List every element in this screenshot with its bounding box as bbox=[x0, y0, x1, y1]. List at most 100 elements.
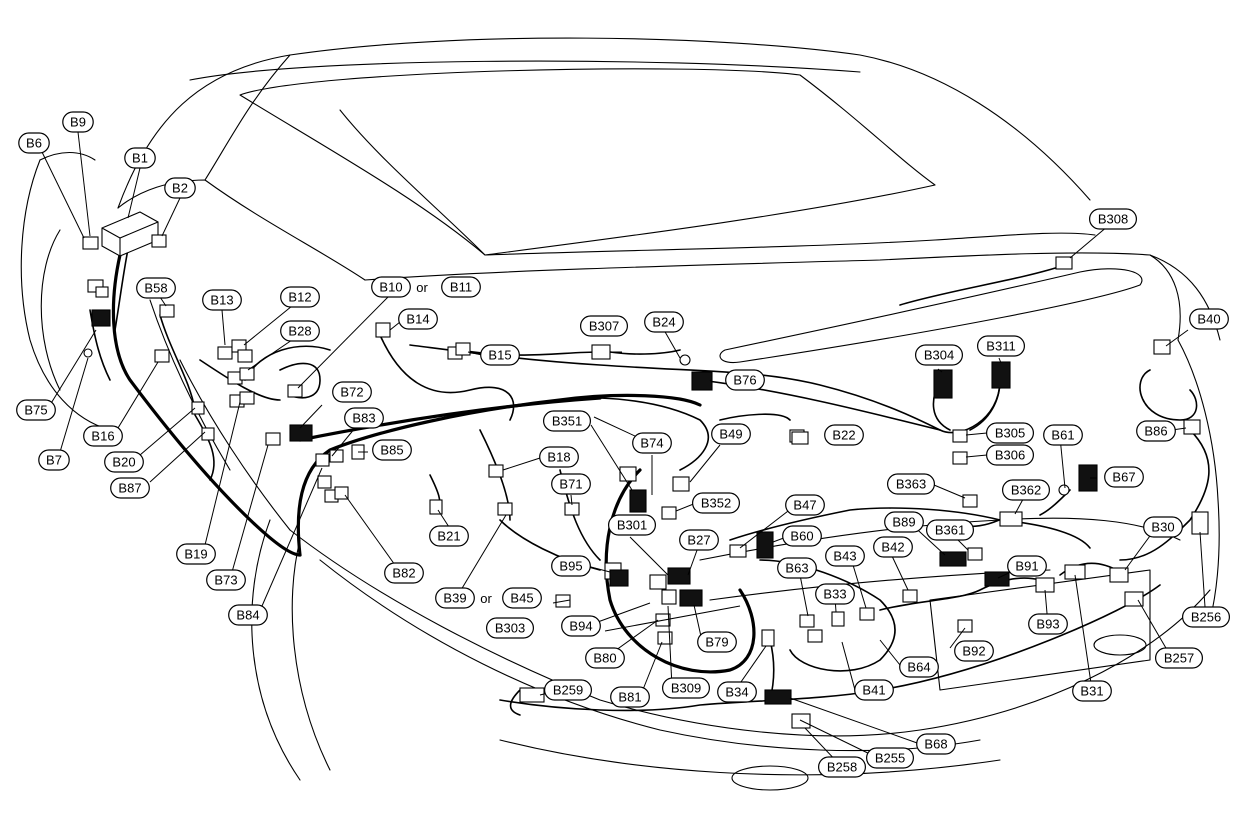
label-b42: B42 bbox=[873, 536, 913, 558]
label-b6: B6 bbox=[18, 132, 50, 154]
label-text: B42 bbox=[881, 540, 904, 555]
label-text: B15 bbox=[488, 348, 511, 363]
label-pill bbox=[954, 640, 994, 662]
label-pill bbox=[825, 545, 865, 567]
label-text: B14 bbox=[406, 312, 429, 327]
label-text: B49 bbox=[719, 427, 742, 442]
label-b95: B95 bbox=[551, 555, 591, 577]
label-pill bbox=[486, 617, 535, 639]
label-b362: B362 bbox=[1001, 479, 1050, 501]
label-text: B92 bbox=[962, 644, 985, 659]
label-pill bbox=[398, 308, 438, 330]
label-pill bbox=[228, 604, 268, 626]
label-text: B43 bbox=[833, 549, 856, 564]
label-pill bbox=[202, 289, 242, 311]
label-text: B259 bbox=[553, 683, 583, 698]
label-pill bbox=[1104, 466, 1144, 488]
label-pill bbox=[1028, 613, 1068, 635]
label-b27: B27 bbox=[679, 529, 719, 551]
label-b352: B352 bbox=[691, 492, 740, 514]
label-pill bbox=[83, 425, 123, 447]
label-b47: B47 bbox=[785, 494, 825, 516]
label-pill bbox=[1072, 680, 1112, 702]
label-pill bbox=[717, 681, 757, 703]
label-b68: B68 bbox=[916, 733, 956, 755]
label-text: B306 bbox=[995, 448, 1025, 463]
label-pill bbox=[985, 444, 1034, 466]
label-text: B305 bbox=[995, 426, 1025, 441]
label-text: B72 bbox=[340, 385, 363, 400]
label-b80: B80 bbox=[585, 647, 625, 669]
label-text: B67 bbox=[1112, 470, 1135, 485]
label-pill bbox=[344, 407, 384, 429]
label-pill bbox=[632, 432, 672, 454]
label-pill bbox=[914, 344, 963, 366]
label-pill bbox=[916, 733, 956, 755]
label-pill bbox=[280, 320, 320, 342]
label-text: B10 bbox=[379, 280, 402, 295]
label-pill bbox=[644, 311, 684, 333]
label-text: B351 bbox=[552, 414, 582, 429]
label-pill bbox=[551, 473, 591, 495]
label-b16: B16 bbox=[83, 425, 123, 447]
label-text: B85 bbox=[380, 443, 403, 458]
label-text: B74 bbox=[640, 436, 663, 451]
label-pill bbox=[854, 679, 894, 701]
label-pill bbox=[176, 543, 216, 565]
label-pill bbox=[1154, 647, 1203, 669]
label-b30: B30 bbox=[1143, 516, 1183, 538]
label-b18: B18 bbox=[539, 446, 579, 468]
label-b1: B1 bbox=[124, 147, 156, 169]
label-pill bbox=[661, 677, 710, 699]
label-pill bbox=[1181, 606, 1230, 628]
label-text: B79 bbox=[705, 635, 728, 650]
label-text: B93 bbox=[1036, 617, 1059, 632]
label-text: B58 bbox=[144, 281, 167, 296]
label-b363: B363 bbox=[886, 473, 935, 495]
label-b308: B308 bbox=[1088, 208, 1137, 230]
label-text: B11 bbox=[450, 280, 472, 295]
label-text: B257 bbox=[1164, 651, 1194, 666]
label-text: B18 bbox=[547, 450, 570, 465]
label-text: B80 bbox=[593, 651, 616, 666]
label-b93: B93 bbox=[1028, 613, 1068, 635]
label-b83: B83 bbox=[344, 407, 384, 429]
label-pill bbox=[104, 451, 144, 473]
label-b67: B67 bbox=[1104, 466, 1144, 488]
label-b60: B60 bbox=[782, 525, 822, 547]
label-text: B13 bbox=[210, 293, 233, 308]
label-pill bbox=[38, 449, 70, 471]
label-pill bbox=[124, 147, 156, 169]
label-pill bbox=[561, 615, 601, 637]
label-text: B27 bbox=[687, 533, 710, 548]
label-text: B89 bbox=[892, 515, 915, 530]
label-b259: B259 bbox=[543, 679, 592, 701]
label-pill bbox=[480, 344, 520, 366]
label-b13: B13 bbox=[202, 289, 242, 311]
label-b89: B89 bbox=[884, 511, 924, 533]
label-pill bbox=[976, 335, 1025, 357]
label-text: B361 bbox=[935, 523, 965, 538]
label-text: B60 bbox=[790, 529, 813, 544]
label-pill bbox=[551, 555, 591, 577]
label-pill bbox=[579, 315, 628, 337]
label-pill bbox=[543, 679, 592, 701]
label-text: B75 bbox=[24, 403, 47, 418]
label-pill bbox=[817, 756, 866, 778]
label-b92: B92 bbox=[954, 640, 994, 662]
label-b71: B71 bbox=[551, 473, 591, 495]
label-b301: B301 bbox=[607, 514, 656, 536]
label-text: B61 bbox=[1051, 428, 1074, 443]
label-pill bbox=[697, 631, 737, 653]
label-text: B21 bbox=[437, 529, 460, 544]
label-text: B258 bbox=[827, 760, 857, 775]
connector-shapes bbox=[82, 211, 1209, 729]
label-b11: B11 bbox=[441, 276, 481, 298]
label-text: B2 bbox=[172, 181, 188, 196]
label-text: B7 bbox=[46, 453, 62, 468]
label-pill bbox=[691, 492, 740, 514]
label-text: B63 bbox=[785, 561, 808, 576]
label-pill bbox=[899, 656, 939, 678]
label-b85: B85 bbox=[372, 439, 412, 461]
